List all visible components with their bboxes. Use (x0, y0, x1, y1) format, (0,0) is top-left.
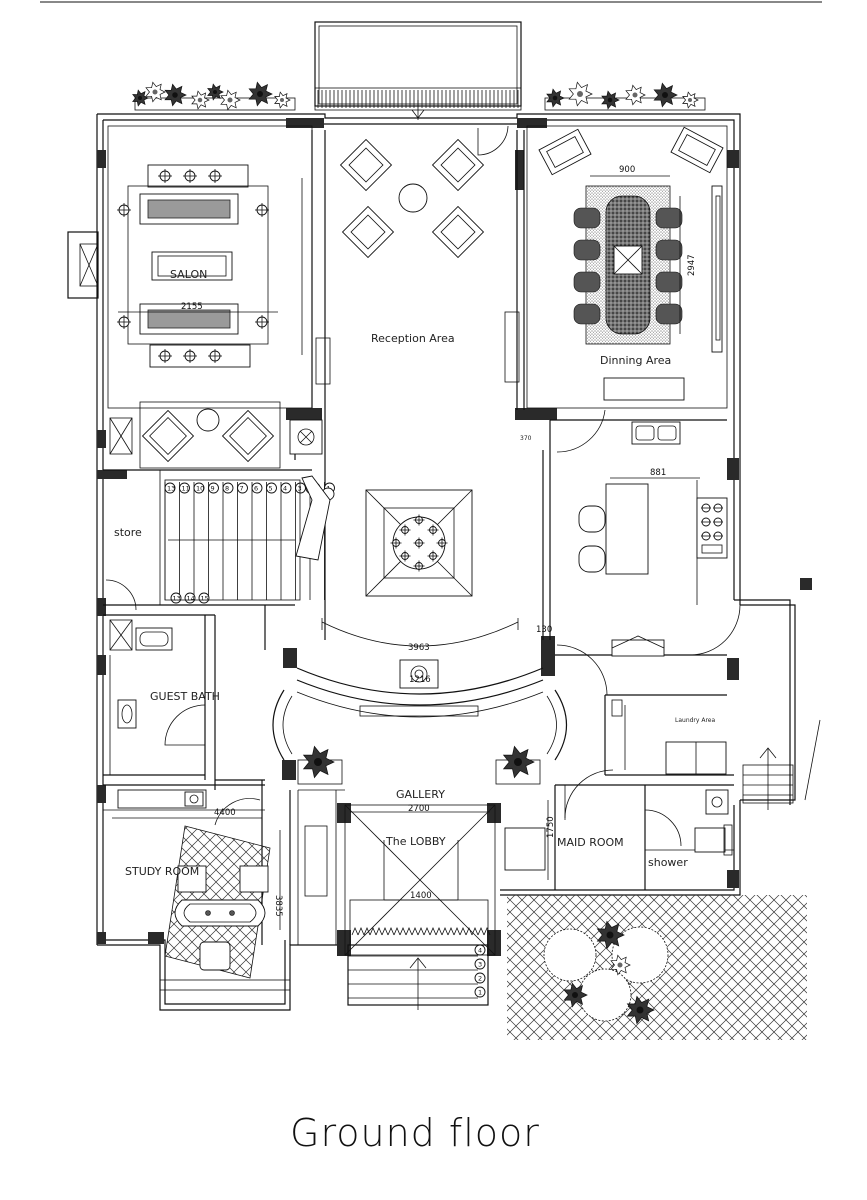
room-label-study-room: STUDY ROOM (125, 865, 199, 878)
dim-salon-width: 2155 (181, 302, 203, 312)
dining-chair (573, 207, 601, 229)
guest-bath-fixtures (109, 619, 173, 729)
garden-paving (507, 895, 807, 1040)
stair-number: 3 (298, 485, 302, 493)
dim-gallery-width: 2700 (408, 804, 430, 814)
study-furniture (117, 789, 271, 979)
north-balcony (314, 21, 522, 120)
entry-steps: 4 3 2 1 (347, 899, 491, 1010)
dining-chair (573, 271, 601, 293)
structural-columns (97, 118, 812, 956)
dim-study-width: 4400 (214, 808, 236, 818)
dim-fountain: 1216 (409, 675, 431, 685)
room-label-laundry: Laundry Area (675, 717, 715, 724)
entry-step-number: 2 (478, 975, 482, 983)
side-entrance-steps (742, 719, 821, 810)
central-hall (296, 489, 544, 718)
entry-step-number: 3 (478, 961, 482, 969)
dim-hall-arc: 3963 (408, 643, 430, 653)
dim-dining-table-length: 2947 (687, 254, 697, 276)
stair-number: 4 (283, 485, 287, 493)
tree-canopy (543, 928, 597, 982)
dining-chair (655, 239, 683, 261)
dining-chair (655, 271, 683, 293)
dining-furniture (538, 126, 724, 353)
stair-number: 11 (182, 485, 190, 493)
tree-canopy (611, 926, 669, 984)
dining-chair (573, 303, 601, 325)
entry-step-number: 4 (478, 947, 482, 955)
stair-number: 9 (211, 485, 215, 493)
gallery-arches (272, 689, 567, 956)
dim-lobby-width: 1400 (410, 891, 432, 901)
stair-number: 8 (225, 485, 229, 493)
room-label-shower: shower (648, 856, 688, 869)
stair-number: 6 (254, 485, 258, 493)
dim-hall-gap: 130 (536, 625, 552, 635)
drawing-title: Ground floor (290, 1111, 540, 1155)
stair-number: 7 (240, 485, 244, 493)
kitchen-fixtures (578, 421, 728, 657)
dim-reception-corner: 370 (520, 435, 532, 442)
reception-furniture (339, 138, 485, 259)
stair-number: 13 (167, 485, 175, 493)
dim-maid-depth: 1750 (546, 816, 556, 838)
room-label-maid-room: MAID ROOM (557, 836, 624, 849)
stair-number: 5 (269, 485, 273, 493)
room-label-gallery: GALLERY (396, 788, 445, 801)
room-label-salon: SALON (170, 268, 207, 281)
room-label-lobby: The LOBBY (385, 835, 446, 848)
room-label-dining: Dinning Area (600, 354, 671, 367)
dining-chair (573, 239, 601, 261)
room-label-guest-bath: GUEST BATH (150, 690, 220, 703)
room-label-reception: Reception Area (371, 332, 455, 345)
stair-number: 14 (187, 595, 195, 603)
shrub-planters-top (132, 81, 706, 111)
stair-number: 10 (196, 485, 204, 493)
dining-chair (655, 303, 683, 325)
dim-dining-table-width: 900 (619, 165, 635, 175)
dim-study-depth: 3835 (273, 895, 283, 917)
dim-kitchen-island: 881 (650, 468, 666, 478)
entry-step-number: 1 (478, 989, 482, 997)
stair-number: 15 (201, 595, 209, 603)
dining-chair (655, 207, 683, 229)
service-fixtures (611, 699, 733, 856)
dimension-lines (112, 175, 700, 930)
stair-number: 13 (173, 595, 181, 603)
salon-furniture (117, 164, 281, 469)
main-staircase: 131110987654321131415 (164, 475, 335, 604)
room-label-store: store (114, 526, 142, 539)
